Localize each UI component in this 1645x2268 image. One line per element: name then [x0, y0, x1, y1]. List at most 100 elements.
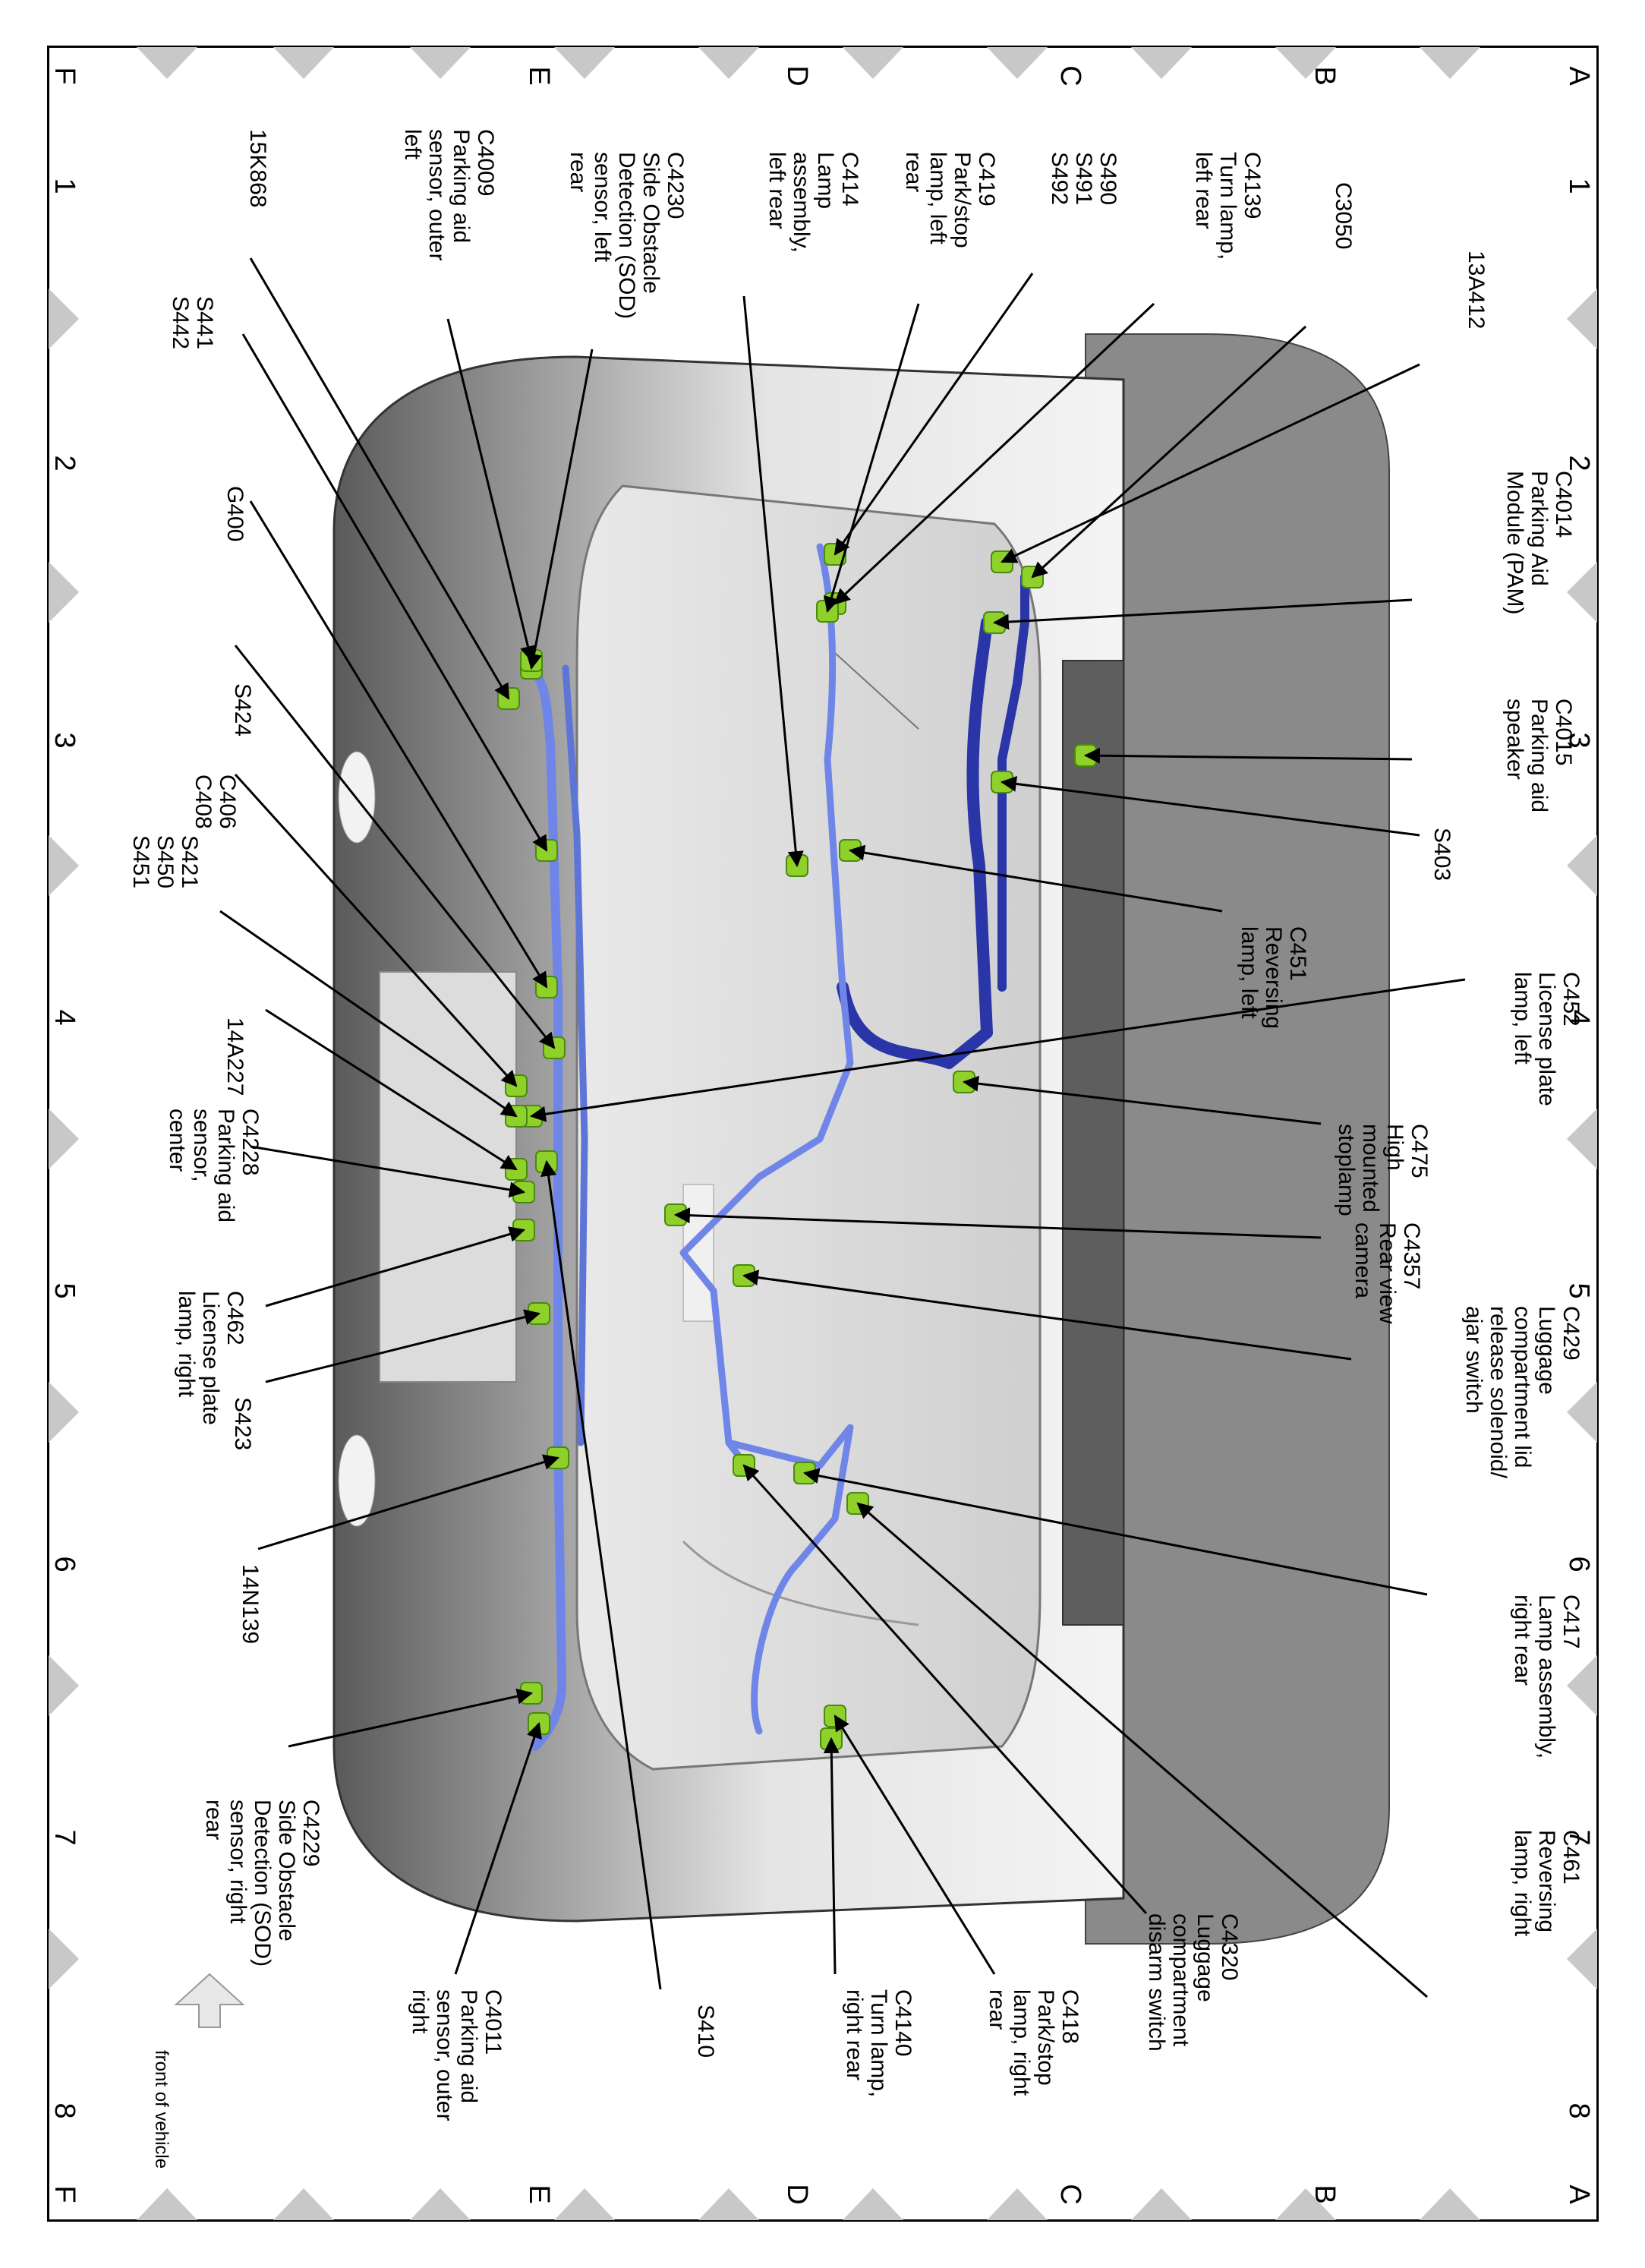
- lid-crease-left: [834, 652, 919, 730]
- callout-c3050: C3050: [1331, 182, 1356, 249]
- leader-s490: [834, 273, 1034, 556]
- callout-line: left: [400, 129, 425, 160]
- callout-line: C461: [1558, 1830, 1584, 1885]
- callout-line: rear: [901, 152, 926, 192]
- leader-c4357: [673, 1207, 1322, 1239]
- callout-line: Side Obstacle: [638, 152, 663, 294]
- grid-column-label: 8: [1563, 2102, 1595, 2118]
- callout-line: C4014: [1551, 471, 1576, 538]
- callout-c418: C418Park/stoplamp, rightrear: [985, 1989, 1082, 2096]
- callout-line: S423: [230, 1397, 255, 1450]
- callout-line: C408: [191, 774, 216, 829]
- frame-marker: [843, 47, 903, 79]
- callout-line: S442: [168, 296, 193, 349]
- frame-marker: [49, 562, 79, 623]
- direction-indicator: front of vehicle: [151, 1973, 245, 2169]
- grid-row-label: B: [1309, 66, 1341, 85]
- callout-line: C418: [1057, 1989, 1082, 2044]
- grid-column-label: 1: [1563, 178, 1595, 194]
- grid-column-label: 2: [1563, 455, 1595, 471]
- callout-line: Park/stop: [1033, 1989, 1058, 2086]
- front-arrow-icon: [174, 1973, 245, 2028]
- callout-line: C4015: [1551, 699, 1576, 765]
- leader-c417: [802, 1468, 1428, 1596]
- leader-c4011: [454, 1722, 542, 1975]
- callout-line: Rear view: [1375, 1222, 1400, 1324]
- leader-s403: [1000, 775, 1420, 837]
- callout-c419: C419Park/stoplamp, leftrear: [901, 152, 999, 248]
- callout-line: Detection (SOD): [614, 152, 639, 319]
- callout-line: Turn lamp,: [866, 1989, 891, 2097]
- callout-14a227: 14A227: [222, 1017, 247, 1096]
- callout-line: License plate: [1534, 972, 1559, 1106]
- callout-line: High: [1382, 1124, 1407, 1171]
- frame-marker: [49, 1655, 79, 1716]
- callout-line: disarm switch: [1144, 1913, 1169, 2052]
- callout-line: sensor,: [189, 1109, 214, 1182]
- frame-marker: [273, 2188, 334, 2220]
- frame-marker: [410, 47, 471, 79]
- grid-row-label: D: [781, 2184, 813, 2204]
- grid-row-label: F: [49, 2185, 80, 2203]
- callout-14n139: 14N139: [238, 1564, 263, 1644]
- callout-line: sensor, outer: [424, 129, 449, 260]
- frame-marker: [1420, 2188, 1480, 2220]
- callout-line: sensor, outer: [432, 1989, 457, 2121]
- leader-c461: [856, 1502, 1428, 1998]
- callout-line: Luggage: [1193, 1913, 1218, 2002]
- grid-column-label: 3: [1563, 732, 1595, 748]
- callout-line: S492: [1047, 152, 1072, 205]
- callout-line: compartment: [1168, 1913, 1193, 2047]
- frame-marker: [1131, 47, 1192, 79]
- frame-markers: [49, 47, 1597, 2220]
- frame-marker: [698, 47, 759, 79]
- frame-marker: [1275, 2188, 1336, 2220]
- callout-c462: C462License platelamp, right: [174, 1291, 247, 1425]
- callout-line: lamp, left: [1510, 972, 1535, 1065]
- callout-c4229: C4229Side ObstacleDetection (SOD)sensor,…: [201, 1800, 323, 1967]
- leader-c4139: [834, 302, 1155, 605]
- callout-line: S421: [177, 835, 202, 888]
- callout-line: 14N139: [238, 1564, 263, 1644]
- callout-line: C4320: [1217, 1913, 1242, 1980]
- leader-14n139: [257, 1454, 560, 1550]
- callout-line: C3050: [1331, 182, 1356, 249]
- grid-column-label: 5: [49, 1282, 80, 1298]
- grid-row-label: B: [1309, 2184, 1341, 2203]
- callout-c4139: C4139Turn lamp,left rear: [1191, 152, 1265, 260]
- callout-s403: S403: [1429, 828, 1454, 881]
- callout-line: S424: [230, 683, 255, 737]
- rear-glass: [1062, 660, 1124, 1626]
- callout-line: C4011: [481, 1989, 506, 2055]
- callout-line: C4009: [473, 129, 498, 196]
- callout-line: S450: [153, 835, 178, 888]
- callout-line: sensor, right: [225, 1800, 251, 1924]
- callout-c4357: C4357Rear viewcamera: [1350, 1222, 1424, 1324]
- callout-line: Side Obstacle: [274, 1800, 299, 1942]
- leader-c451: [848, 844, 1223, 913]
- leader-c3050: [1031, 325, 1307, 579]
- grid-column-label: 8: [49, 2102, 80, 2118]
- leader-c414: [742, 295, 804, 868]
- callout-line: Parking aid: [1527, 699, 1552, 812]
- callout-labels: C3050 C4139Turn lamp,left rear S490S491S49…: [128, 129, 1584, 2121]
- frame-marker: [410, 2188, 471, 2220]
- callout-c461: C461Reversinglamp, right: [1510, 1830, 1584, 1937]
- harness-main-lower-2: [562, 664, 588, 1446]
- frame-marker: [49, 835, 79, 896]
- grid-column-label: 6: [49, 1556, 80, 1572]
- frame-marker: [1420, 47, 1480, 79]
- tow-eye-right: [338, 1434, 376, 1527]
- frame-marker: [1131, 2188, 1192, 2220]
- callout-c4320: C4320Luggagecompartmentdisarm switch: [1144, 1913, 1242, 2052]
- callout-s490: S490S491S492: [1047, 152, 1120, 205]
- harness-lid-center: [679, 543, 854, 1477]
- grid-column-label: 7: [1563, 1829, 1595, 1845]
- callout-line: Lamp assembly,: [1534, 1595, 1559, 1759]
- callout-line: C462: [222, 1291, 247, 1345]
- callout-line: C4230: [663, 152, 688, 219]
- callout-line: camera: [1350, 1222, 1376, 1298]
- callout-line: sensor, left: [590, 152, 615, 263]
- vehicle-rear-body: [332, 333, 1390, 1945]
